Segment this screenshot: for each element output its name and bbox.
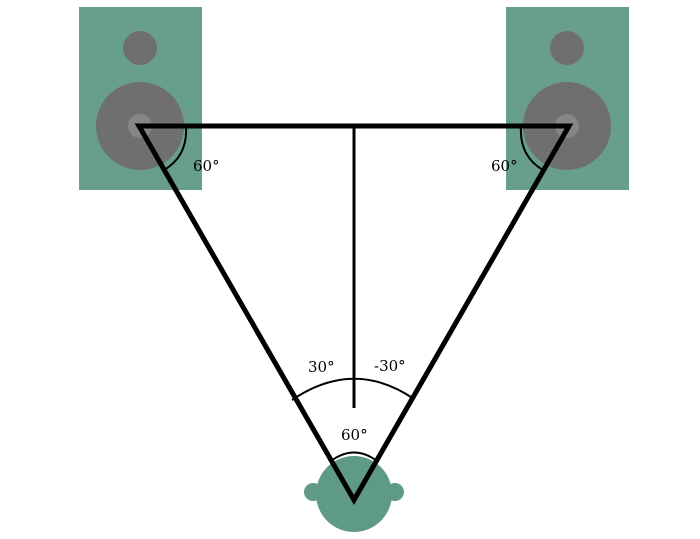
listener-left-angle-label: 30° <box>308 358 335 376</box>
listener-skull <box>316 456 392 532</box>
left-speaker <box>79 7 202 190</box>
right-speaker-tweeter <box>550 31 584 65</box>
right-speaker-angle-label: 60° <box>491 157 518 175</box>
listener-total-angle-label: 60° <box>341 426 368 444</box>
listener-inner-arc <box>330 451 378 462</box>
listener-wide-arc <box>291 377 415 401</box>
right-speaker <box>506 7 629 190</box>
left-speaker-tweeter <box>123 31 157 65</box>
left-speaker-angle-label: 60° <box>193 157 220 175</box>
left-speaker-angle-arc <box>163 125 188 171</box>
listener-right-angle-label: -30° <box>374 357 406 375</box>
listener-head <box>304 456 404 532</box>
right-speaker-angle-arc <box>519 125 544 171</box>
